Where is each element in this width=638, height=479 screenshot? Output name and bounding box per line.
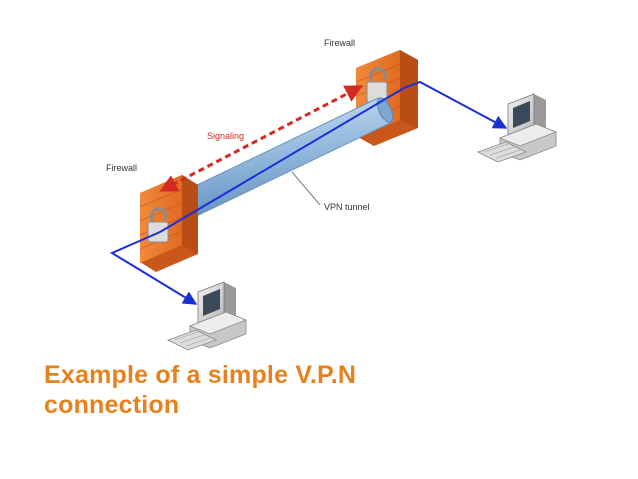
caption-line-1: Example of a simple V.P.N [44,361,357,389]
computer-icon [166,281,248,351]
firewall-left-label: Firewall [106,163,137,173]
slide-caption: Example of a simple V.P.N connection [44,360,604,420]
computer-icon [476,93,558,163]
caption-line-2: connection [44,391,180,419]
vpn-tunnel-label: VPN tunnel [324,202,370,212]
firewall-left [139,175,198,272]
link-right-pc [403,80,508,129]
signaling-arrow [159,85,364,192]
signaling-label: Signaling [207,131,244,141]
vpn-tunnel-leader [291,171,321,206]
link-left-pc [109,231,198,305]
firewall-top-label: Firewall [324,38,355,48]
